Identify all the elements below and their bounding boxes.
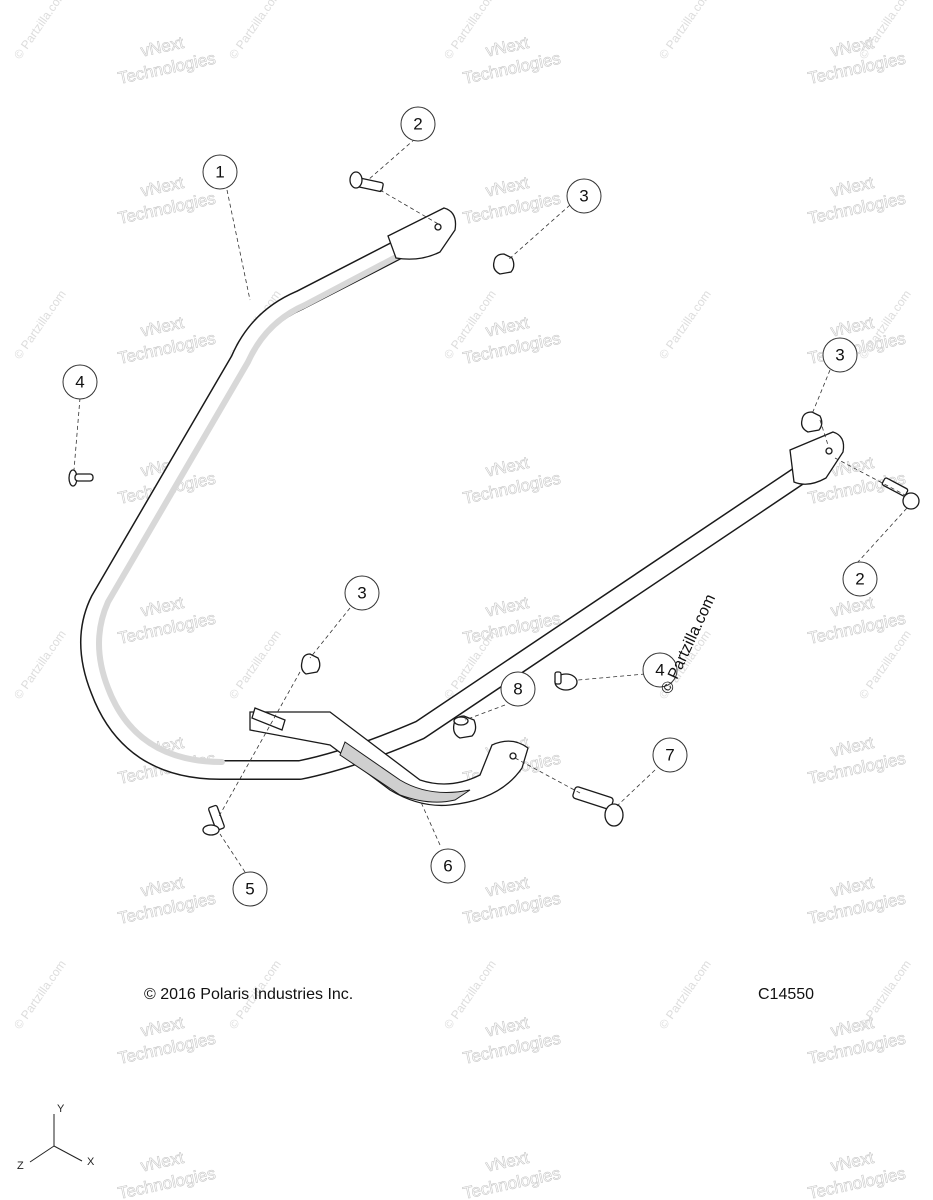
svg-text:7: 7: [665, 746, 674, 765]
svg-text:2: 2: [413, 115, 422, 134]
callout-4[interactable]: 4: [62, 364, 98, 400]
callout-3[interactable]: 3: [344, 575, 380, 611]
partzilla-watermark: © Partzilla.com: [656, 0, 714, 62]
svg-text:3: 3: [357, 584, 366, 603]
partzilla-watermark: © Partzilla.com: [656, 287, 714, 361]
callout-layer: 1 2 3 3 4 2 3 4 8 7 6 5: [62, 106, 878, 907]
push-pin-icon: [554, 671, 578, 691]
partzilla-watermark: © Partzilla.com: [226, 627, 284, 701]
callout-5[interactable]: 5: [232, 871, 268, 907]
bolt-icon: [349, 171, 384, 193]
callout-3[interactable]: 3: [822, 337, 858, 373]
bushing-icon: [452, 715, 477, 739]
callout-8[interactable]: 8: [500, 671, 536, 707]
nut-icon: [300, 653, 321, 675]
svg-text:2: 2: [855, 570, 864, 589]
bolt-icon: [881, 477, 920, 510]
svg-text:1: 1: [215, 163, 224, 182]
svg-text:3: 3: [835, 346, 844, 365]
copyright-text: © 2016 Polaris Industries Inc.: [144, 986, 353, 1003]
right-mount-tab: [789, 431, 845, 485]
partzilla-watermark: © Partzilla.com: [11, 0, 69, 62]
drawing-code: C14550: [758, 986, 814, 1003]
svg-text:4: 4: [655, 661, 664, 680]
axis-z-label: Z: [17, 1160, 24, 1172]
svg-text:5: 5: [245, 880, 254, 899]
partzilla-watermark: © Partzilla.com: [856, 957, 914, 1031]
callout-4[interactable]: 4: [642, 652, 678, 688]
partzilla-watermark: © Partzilla.com: [11, 957, 69, 1031]
partzilla-watermark: © Partzilla.com: [11, 627, 69, 701]
callout-1[interactable]: 1: [202, 154, 238, 190]
fasteners: [68, 171, 920, 836]
bumper-tube: [80, 207, 845, 780]
svg-text:8: 8: [513, 680, 522, 699]
axis-indicator: Y X Z: [17, 1103, 95, 1172]
svg-text:4: 4: [75, 373, 84, 392]
axis-y-label: Y: [57, 1103, 65, 1115]
callout-2[interactable]: 2: [400, 106, 436, 142]
upper-mount-tab: [387, 207, 457, 260]
partzilla-watermark: © Partzilla.com: [11, 287, 69, 361]
partzilla-watermark: © Partzilla.com: [226, 0, 284, 62]
partzilla-watermark: © Partzilla.com: [656, 957, 714, 1031]
axis-x-label: X: [87, 1156, 95, 1168]
bolt-icon: [202, 804, 225, 836]
callout-6[interactable]: 6: [430, 848, 466, 884]
lower-bracket: [249, 707, 529, 807]
push-pin-icon: [68, 469, 94, 487]
partzilla-watermark: © Partzilla.com: [856, 627, 914, 701]
callout-7[interactable]: 7: [652, 737, 688, 773]
callout-2[interactable]: 2: [842, 561, 878, 597]
leader-lines: [73, 138, 908, 873]
bolt-icon: [572, 786, 624, 827]
svg-text:3: 3: [579, 187, 588, 206]
partzilla-watermark: © Partzilla.com: [658, 592, 719, 697]
callout-3[interactable]: 3: [566, 178, 602, 214]
nut-icon: [800, 411, 823, 433]
svg-text:6: 6: [443, 857, 452, 876]
nut-icon: [492, 253, 515, 275]
